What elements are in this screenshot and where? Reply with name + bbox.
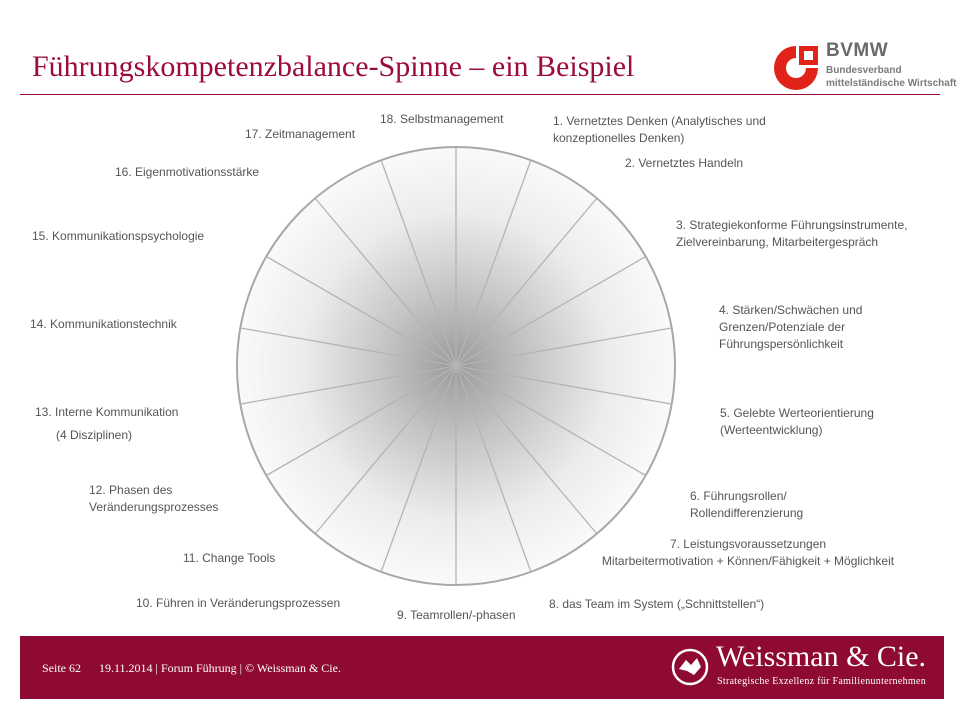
spoke-14: [241, 365, 457, 405]
label-14: 14. Kommunikationstechnik: [30, 317, 177, 331]
spoke-17: [315, 198, 457, 367]
spoke-5: [455, 327, 671, 367]
spoke-4: [455, 256, 646, 367]
spoke-7: [455, 365, 646, 476]
label-17: 17. Zeitmanagement: [245, 127, 356, 141]
spoke-3: [455, 198, 597, 367]
weissman-emblem-icon: [671, 648, 709, 686]
label-18: 18. Selbstmanagement: [380, 112, 504, 126]
spoke-15: [241, 327, 457, 367]
bvmw-logo-mark-icon: [774, 46, 818, 90]
label-16: 16. Eigenmotivationsstärke: [115, 165, 260, 179]
title-divider: [20, 94, 940, 95]
weissman-brand-name: Weissman & Cie.: [716, 640, 927, 673]
label-10: 10. Führen in Veränderungsprozessen: [136, 596, 341, 610]
bvmw-logo-line-1: Bundesverband: [826, 65, 902, 76]
spoke-2: [455, 160, 532, 367]
bvmw-logo-line-2: mittelständische Wirtschaft: [826, 78, 957, 89]
spoke-9: [455, 365, 532, 572]
label-13: 13. Interne Kommunikation (4 Disziplinen…: [35, 405, 179, 442]
footer-bar: Seite 62 19.11.2014 | Forum Führung | © W…: [20, 636, 944, 699]
spoke-13: [266, 365, 457, 476]
label-05: 5. Gelebte Werteorientierung(Werteentwic…: [720, 406, 874, 437]
weissman-brand-tagline: Strategische Exzellenz für Familienunter…: [717, 676, 927, 687]
label-06: 6. Führungsrollen/Rollendifferenzierung: [690, 489, 804, 520]
spoke-11: [380, 365, 457, 572]
label-11: 11. Change Tools: [183, 551, 276, 565]
spoke-8: [455, 365, 597, 534]
spoke-16: [266, 256, 457, 367]
footer-info: 19.11.2014 | Forum Führung | © Weissman …: [99, 661, 341, 675]
spoke-18: [380, 160, 457, 367]
spider-spokes: [241, 148, 671, 584]
label-09: 9. Teamrollen/-phasen: [397, 608, 516, 622]
page-title: Führungskompetenzbalance-Spinne – ein Be…: [32, 50, 635, 83]
page-number: Seite 62: [42, 661, 81, 675]
spoke-12: [315, 365, 457, 534]
bvmw-logo: BVMW Bundesverband mittelständische Wirt…: [768, 40, 957, 96]
label-08: 8. das Team im System („Schnittstellen“): [549, 597, 765, 611]
label-02: 2. Vernetztes Handeln: [625, 156, 744, 170]
bvmw-logo-name: BVMW: [826, 40, 889, 61]
label-15: 15. Kommunikationspsychologie: [32, 229, 205, 243]
label-03: 3. Strategiekonforme Führungsinstrumente…: [676, 218, 908, 249]
footer-meta: Seite 62 19.11.2014 | Forum Führung | © W…: [42, 661, 341, 676]
spoke-6: [455, 365, 671, 405]
